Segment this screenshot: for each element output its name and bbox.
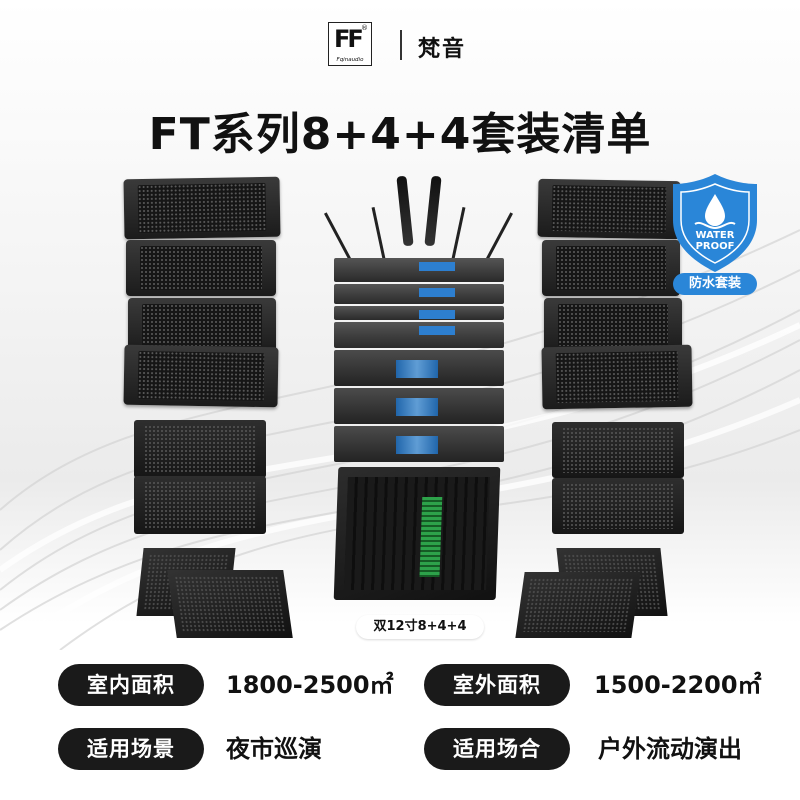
brand-logo: FF ® Fqinaudio [328, 22, 372, 66]
power-amplifier [334, 388, 504, 424]
spec-value-occasion: 户外流动演出 [598, 735, 742, 763]
subwoofer-left-top [134, 420, 266, 478]
badge-line2: PROOF [695, 241, 735, 252]
subwoofer-right-bottom [552, 478, 684, 534]
power-amplifier [334, 426, 504, 462]
logo-registered-mark: ® [361, 24, 368, 32]
line-array-box [542, 240, 680, 296]
processor-unit [334, 284, 504, 304]
mixing-console [333, 467, 501, 600]
badge-label: 防水套装 [673, 273, 757, 295]
line-array-box [537, 178, 681, 240]
stage-monitor-right-front [515, 572, 641, 638]
line-array-box [123, 176, 281, 240]
spec-value-indoor-area: 1800-2500㎡ [226, 671, 394, 699]
processor-unit [334, 306, 504, 320]
waterproof-badge: WATER PROOF 防水套装 [665, 170, 765, 300]
spec-label-outdoor-area: 室外面积 [424, 664, 570, 706]
subwoofer-right-top [552, 422, 684, 478]
spec-label-indoor-area: 室内面积 [58, 664, 204, 706]
spec-value-outdoor-area: 1500-2200㎡ [594, 671, 762, 699]
line-array-box [123, 344, 279, 408]
line-array-box [544, 298, 682, 352]
badge-line1: WATER [695, 230, 735, 241]
brand-name: 梵音 [418, 37, 467, 62]
badge-caption: WATER PROOF [665, 230, 765, 252]
stage-monitor-left-front [167, 570, 293, 638]
feedback-suppressor-unit [334, 322, 504, 348]
logo-subtext: Fqinaudio [336, 57, 364, 63]
line-array-box [128, 298, 276, 352]
waterproof-shield-icon [673, 174, 757, 272]
brand-header: FF ® Fqinaudio 梵音 [0, 22, 800, 68]
header-divider [400, 30, 402, 60]
line-array-box [541, 344, 693, 410]
spec-label-occasion: 适用场合 [424, 728, 570, 770]
page-title: FT系列8+4+4套装清单 [148, 109, 652, 160]
spec-label-scene: 适用场景 [58, 728, 204, 770]
configuration-label: 双12寸8+4+4 [356, 615, 484, 639]
logo-letters: FF [334, 25, 364, 53]
spec-value-scene: 夜市巡演 [226, 735, 322, 763]
wireless-receiver-unit [334, 258, 504, 282]
line-array-box [126, 240, 276, 296]
power-amplifier [334, 350, 504, 386]
subwoofer-left-bottom [134, 476, 266, 534]
